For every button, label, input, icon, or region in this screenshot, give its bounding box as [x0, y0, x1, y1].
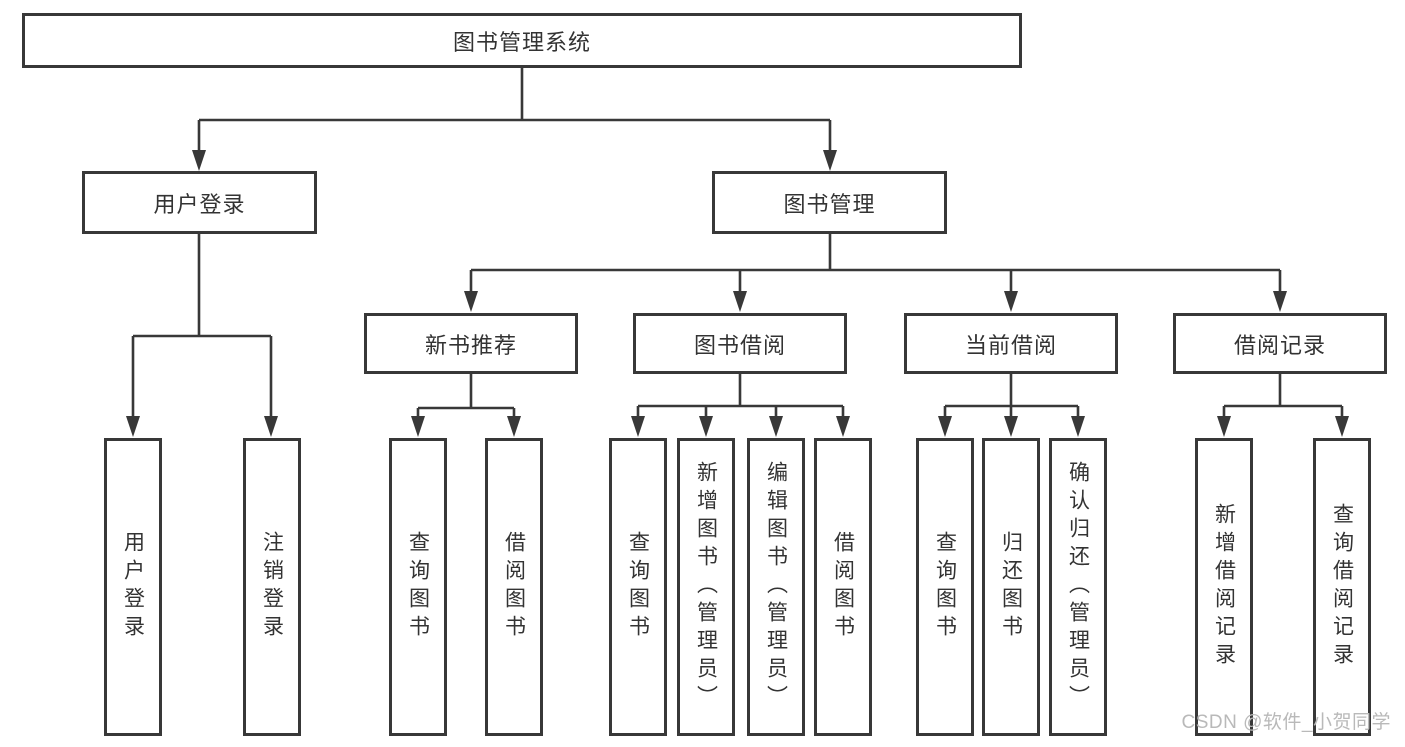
leaf-label: 借阅图书 [831, 531, 855, 643]
arrowhead-icon [192, 150, 837, 171]
connector-line [636, 374, 845, 419]
node-book-management: 图书管理 [712, 171, 947, 234]
connector-bookmgmt-to-level3 [464, 234, 1287, 312]
connector-line [469, 234, 1282, 294]
leaf-borrow-books-recommend: 借阅图书 [485, 438, 543, 736]
connector-line [943, 374, 1080, 419]
leaf-label: 用户登录 [121, 531, 145, 643]
leaf-logout: 注销登录 [243, 438, 301, 736]
leaf-label: 编辑图书（管理员） [764, 461, 788, 713]
leaf-label: 查询图书 [933, 531, 957, 643]
leaf-add-borrow-record: 新增借阅记录 [1195, 438, 1253, 736]
leaf-return-books: 归还图书 [982, 438, 1040, 736]
connector-records-to-leaves [1217, 374, 1349, 437]
leaf-label: 新增图书（管理员） [694, 461, 718, 713]
connector-userlogin-to-leaves [126, 234, 278, 437]
connector-current-to-leaves [938, 374, 1085, 437]
leaf-label: 查询图书 [626, 531, 650, 643]
connector-newbooks-to-leaves [411, 374, 521, 437]
arrowhead-icon [464, 291, 1287, 312]
leaf-label: 查询借阅记录 [1330, 503, 1354, 671]
node-borrowing-records: 借阅记录 [1173, 313, 1387, 374]
leaf-label: 确认归还（管理员） [1066, 461, 1090, 713]
leaf-label: 借阅图书 [502, 531, 526, 643]
csdn-watermark: CSDN @软件_小贺同学 [1181, 712, 1391, 733]
arrowhead-icon [126, 416, 278, 437]
leaf-borrow-books: 借阅图书 [814, 438, 872, 736]
leaf-confirm-return-admin: 确认归还（管理员） [1049, 438, 1107, 736]
connector-line [416, 374, 516, 419]
arrowhead-icon [938, 416, 1085, 437]
leaf-add-books-admin: 新增图书（管理员） [677, 438, 735, 736]
node-user-login: 用户登录 [82, 171, 317, 234]
leaf-label: 注销登录 [260, 531, 284, 643]
leaf-label: 新增借阅记录 [1212, 503, 1236, 671]
connector-line [131, 234, 273, 418]
leaf-query-borrow-record: 查询借阅记录 [1313, 438, 1371, 736]
node-book-borrowing: 图书借阅 [633, 313, 847, 374]
leaf-query-books-recommend: 查询图书 [389, 438, 447, 736]
leaf-query-books-borrowing: 查询图书 [609, 438, 667, 736]
leaf-query-books-current: 查询图书 [916, 438, 974, 736]
connector-line [197, 68, 832, 152]
connector-root-to-level2 [192, 68, 837, 171]
node-current-borrowing: 当前借阅 [904, 313, 1118, 374]
connector-line [1222, 374, 1344, 419]
arrowhead-icon [411, 416, 521, 437]
leaf-label: 查询图书 [406, 531, 430, 643]
arrowhead-icon [1217, 416, 1349, 437]
node-new-book-recommend: 新书推荐 [364, 313, 578, 374]
connector-borrowing-to-leaves [631, 374, 850, 437]
arrowhead-icon [631, 416, 850, 437]
leaf-label: 归还图书 [999, 531, 1023, 643]
node-root-system: 图书管理系统 [22, 13, 1022, 68]
leaf-user-login: 用户登录 [104, 438, 162, 736]
leaf-edit-books-admin: 编辑图书（管理员） [747, 438, 805, 736]
